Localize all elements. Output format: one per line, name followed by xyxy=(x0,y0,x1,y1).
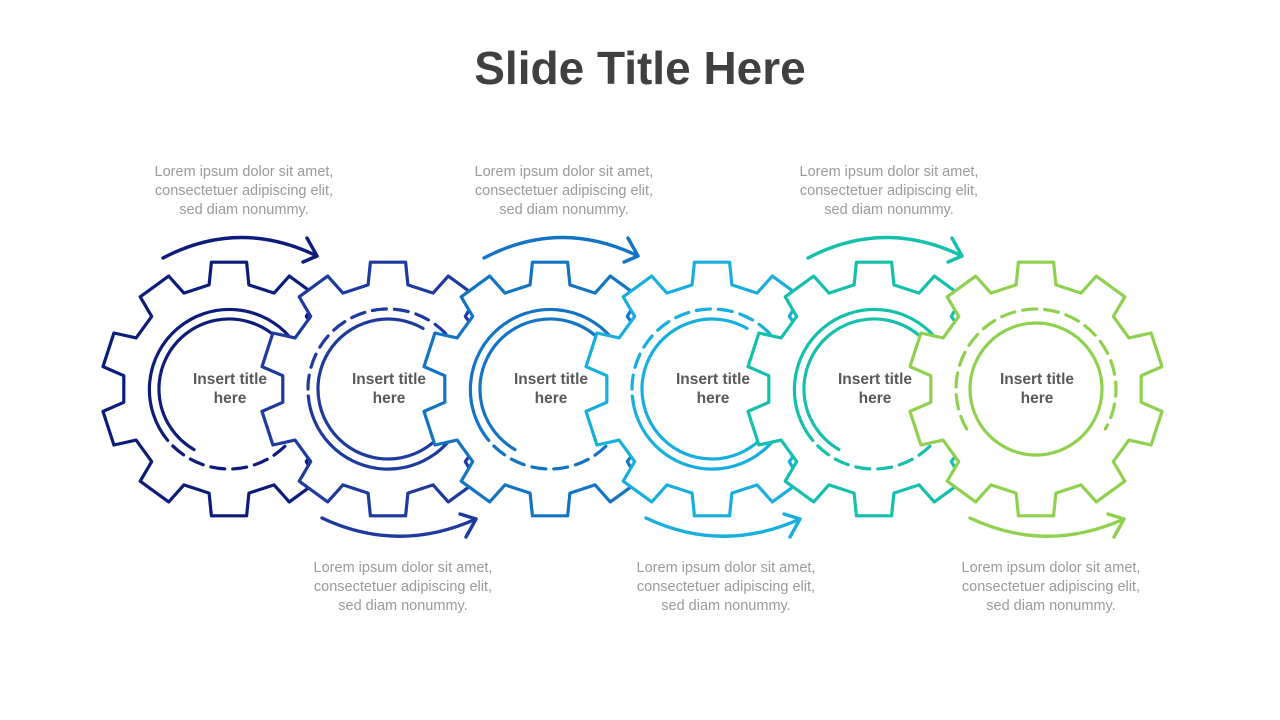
gear-6-outline xyxy=(908,260,1164,518)
flow-arrow-3 xyxy=(482,235,640,264)
flow-arrow-2-head xyxy=(458,512,478,539)
step-4-title: Insert title here xyxy=(675,371,751,407)
gear-4-inner-arc xyxy=(640,317,771,461)
step-5-description: Lorem ipsum dolor sit amet, consectetuer… xyxy=(799,164,979,218)
step-2-description: Lorem ipsum dolor sit amet, consectetuer… xyxy=(313,560,493,614)
gear-6 xyxy=(908,260,1164,518)
flow-arrow-4-shaft xyxy=(644,516,802,538)
step-3-title: Insert title here xyxy=(513,371,589,407)
step-5-title: Insert title here xyxy=(837,371,913,407)
flow-arrow-5 xyxy=(806,235,964,264)
flow-arrow-4 xyxy=(644,512,802,539)
step-4-description: Lorem ipsum dolor sit amet, consectetuer… xyxy=(636,560,816,614)
gear-1-dashed-arc xyxy=(166,427,300,471)
flow-arrow-5-head xyxy=(946,236,964,264)
gear-4-dashed-arc xyxy=(630,307,783,391)
flow-arrow-5-shaft xyxy=(806,235,964,260)
gear-5 xyxy=(746,260,1002,518)
gear-2 xyxy=(260,260,516,518)
gear-3-solid-arc xyxy=(468,307,613,442)
flow-arrow-1-shaft xyxy=(161,235,319,260)
step-1-title: Insert title here xyxy=(192,371,268,407)
flow-arrow-6-head xyxy=(1106,512,1126,539)
gear-6-dashed-ring xyxy=(954,307,1118,431)
flow-arrow-1 xyxy=(161,235,319,264)
flow-arrow-6 xyxy=(968,512,1126,539)
flow-arrow-4-head xyxy=(782,512,802,539)
flow-arrow-2 xyxy=(320,512,478,539)
gear-3-dashed-arc xyxy=(487,427,621,471)
gear-2-dashed-arc xyxy=(306,307,459,391)
slide-title: Slide Title Here xyxy=(474,42,806,94)
step-3-description: Lorem ipsum dolor sit amet, consectetuer… xyxy=(474,164,654,218)
flow-arrow-3-head xyxy=(622,236,640,264)
flow-arrow-2-shaft xyxy=(320,516,478,538)
gear-5-dashed-arc xyxy=(811,427,945,471)
gear-2-inner-arc xyxy=(316,317,447,461)
step-1-description: Lorem ipsum dolor sit amet, consectetuer… xyxy=(154,164,334,218)
gear-6-inner-ring xyxy=(968,321,1104,457)
gear-1-solid-arc xyxy=(147,307,292,442)
flow-arrow-3-shaft xyxy=(482,235,640,260)
step-6-title: Insert title here xyxy=(999,371,1075,407)
flow-arrow-6-shaft xyxy=(968,516,1126,538)
gear-5-solid-arc xyxy=(792,307,937,442)
step-6-description: Lorem ipsum dolor sit amet, consectetuer… xyxy=(961,560,1141,614)
step-2-title: Insert title here xyxy=(351,371,427,407)
flow-arrow-1-head xyxy=(301,236,319,264)
